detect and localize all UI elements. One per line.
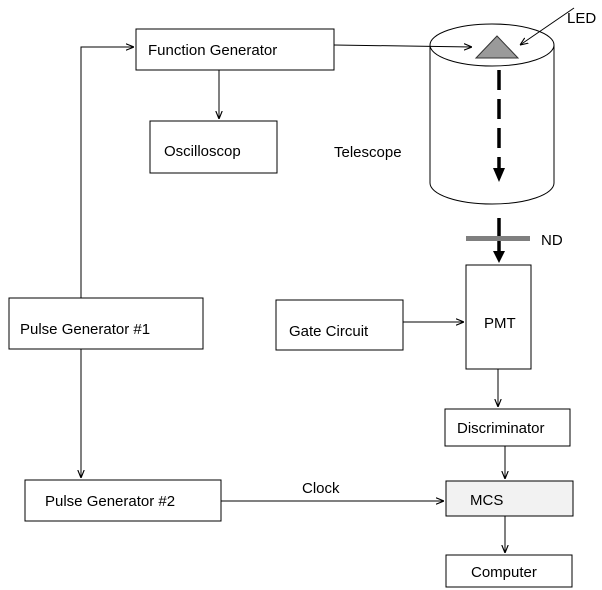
discriminator-box bbox=[444, 408, 571, 447]
connection-lines bbox=[81, 7, 575, 553]
pmt-box bbox=[465, 264, 532, 370]
computer-box bbox=[445, 554, 573, 588]
gate-circuit-label: Gate Circuit bbox=[289, 323, 369, 340]
nd-label: ND bbox=[541, 232, 563, 249]
pmt-label: PMT bbox=[484, 315, 516, 332]
led-triangle bbox=[474, 35, 520, 59]
pulse-generator-1-box bbox=[8, 297, 204, 350]
led-label: LED bbox=[567, 10, 596, 27]
mcs-label: MCS bbox=[470, 492, 503, 509]
pulse-generator-1-label: Pulse Generator #1 bbox=[20, 321, 150, 338]
telescope-label: Telescope bbox=[334, 144, 402, 161]
telescope-cylinder bbox=[429, 23, 555, 205]
oscilloscope-box bbox=[149, 120, 278, 174]
computer-label: Computer bbox=[471, 564, 537, 581]
oscilloscope-label: Oscilloscop bbox=[164, 143, 241, 160]
light-beam bbox=[493, 70, 505, 263]
nd-filter bbox=[466, 236, 530, 241]
clock-label: Clock bbox=[302, 480, 340, 497]
function-generator-label: Function Generator bbox=[148, 42, 277, 59]
function-generator-box bbox=[135, 28, 335, 71]
discriminator-label: Discriminator bbox=[457, 420, 545, 437]
mcs-box bbox=[445, 480, 574, 517]
gate-circuit-box bbox=[275, 299, 404, 351]
pulse-generator-2-label: Pulse Generator #2 bbox=[45, 493, 175, 510]
